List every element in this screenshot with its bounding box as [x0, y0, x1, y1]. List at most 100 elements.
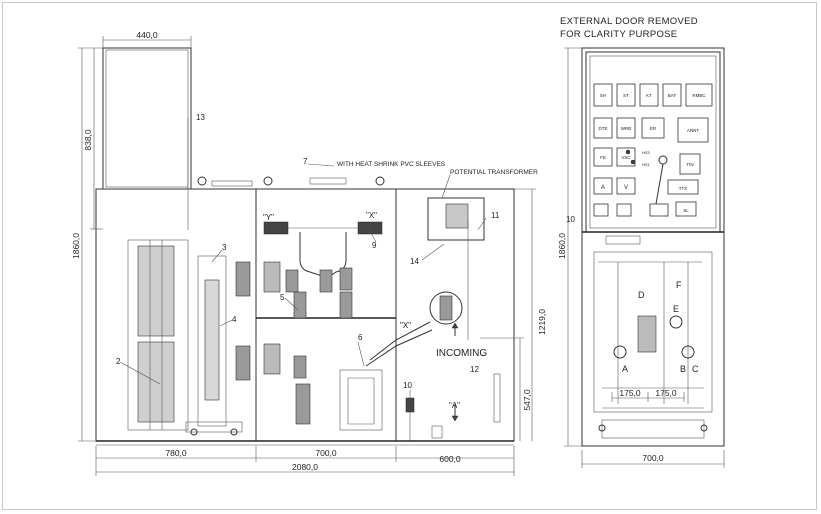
contact	[263, 343, 281, 375]
leader-11	[477, 217, 487, 231]
relay-label: BAT	[668, 93, 677, 98]
insulator	[293, 291, 307, 319]
leader-4	[219, 319, 233, 327]
mechanism-frame	[197, 255, 227, 427]
view-label-y: "Y"	[263, 213, 274, 222]
insulator	[285, 269, 299, 293]
relay-label: V	[624, 185, 628, 191]
callout-5: 5	[280, 293, 285, 302]
relay-button	[616, 117, 636, 139]
leader-5	[284, 297, 299, 311]
wheel	[230, 428, 238, 436]
relay-button	[616, 203, 632, 217]
dim-label-838: 838,0	[83, 129, 93, 151]
cable-run	[369, 321, 431, 361]
right-elevation	[564, 47, 725, 468]
relay-label: ANNT	[687, 128, 700, 133]
base-bracket	[431, 425, 443, 439]
relay-label: ST	[623, 93, 629, 98]
callout-13: 13	[196, 113, 205, 122]
relay-button	[685, 83, 713, 107]
pt-core	[445, 203, 469, 229]
caption-line-1: EXTERNAL DOOR REMOVED	[560, 16, 698, 27]
indicator-lamp	[625, 149, 631, 155]
indicator-lamp	[630, 159, 636, 165]
relay-button	[677, 117, 709, 143]
cable-box	[339, 369, 383, 431]
bushing-upper	[235, 261, 251, 297]
relay-label: SL	[683, 208, 689, 213]
incoming-arrowhead	[451, 322, 459, 329]
leader-7	[307, 163, 335, 167]
letter-d: D	[638, 290, 645, 300]
letter-a: A	[622, 364, 628, 374]
cable-terminal	[669, 315, 683, 329]
lifting-eye	[197, 176, 207, 186]
cable-terminal	[681, 345, 695, 359]
insulator	[339, 291, 353, 319]
annotation-pt: POTENTIAL TRANSFORMER	[450, 169, 538, 176]
earth-switch	[405, 397, 415, 413]
dim-label-1860-right: 1860,0	[557, 233, 567, 259]
cable-run	[365, 329, 433, 367]
relay-button	[649, 203, 669, 217]
dim-label-top: 440,0	[136, 30, 158, 40]
view-label-a: "A"	[449, 401, 460, 410]
callout-10-right: 10	[566, 215, 575, 224]
lifting-eye	[375, 176, 385, 186]
letter-e: E	[673, 304, 679, 314]
dim-label-700: 700,0	[315, 448, 337, 458]
handle	[605, 235, 641, 245]
wheel	[190, 428, 198, 436]
busbar-insulator	[263, 221, 289, 235]
lifting-eye	[263, 176, 273, 186]
insulator	[339, 267, 353, 291]
letter-c: C	[692, 364, 699, 374]
relay-button	[593, 177, 613, 195]
relay-button	[667, 179, 699, 195]
letter-f: F	[676, 280, 682, 290]
relay-label: WRB	[621, 126, 632, 131]
breaker-front	[637, 315, 657, 353]
relay-button	[679, 153, 701, 175]
leader-9	[367, 227, 377, 243]
relay-button-grid	[593, 83, 713, 217]
callout-11: 11	[491, 211, 500, 220]
view-label-x: "X"	[366, 211, 377, 220]
cable-terminal	[613, 345, 627, 359]
roof-plate	[211, 180, 253, 187]
cable-box-inner	[347, 377, 375, 425]
insulator	[319, 269, 333, 293]
insulator-lower	[295, 383, 311, 425]
relay-button	[616, 147, 636, 167]
relay-panel-inner	[589, 55, 717, 229]
view-label-x2: "X"	[400, 321, 411, 330]
mechanism	[204, 279, 220, 401]
callout-6: 6	[358, 333, 363, 342]
breaker-base	[185, 421, 243, 433]
relay-label: TTX	[679, 186, 688, 191]
cable-gland	[493, 373, 501, 423]
relay-label: FE	[600, 155, 606, 160]
contact	[263, 261, 281, 293]
relay-button	[675, 201, 697, 217]
annotation-sleeves: WITH HEAT SHRINK PVC SLEEVES	[337, 161, 446, 168]
breaker-frame	[127, 239, 189, 431]
relay-label: KT	[646, 93, 652, 98]
insulator	[293, 355, 307, 379]
busbar-insulator	[357, 221, 383, 235]
relay-button	[593, 147, 613, 167]
breaker-upper	[137, 245, 175, 337]
relay-button	[593, 117, 613, 139]
dim-label-547: 547,0	[522, 389, 532, 411]
leader-3	[211, 249, 223, 263]
relay-label: DTE	[599, 126, 608, 131]
relay-label: A	[601, 185, 605, 191]
relay-button	[616, 83, 636, 107]
relay-label: HS1	[642, 162, 651, 167]
selector-switch	[658, 155, 668, 165]
callout-3: 3	[222, 243, 227, 252]
callout-12: 12	[470, 365, 479, 374]
